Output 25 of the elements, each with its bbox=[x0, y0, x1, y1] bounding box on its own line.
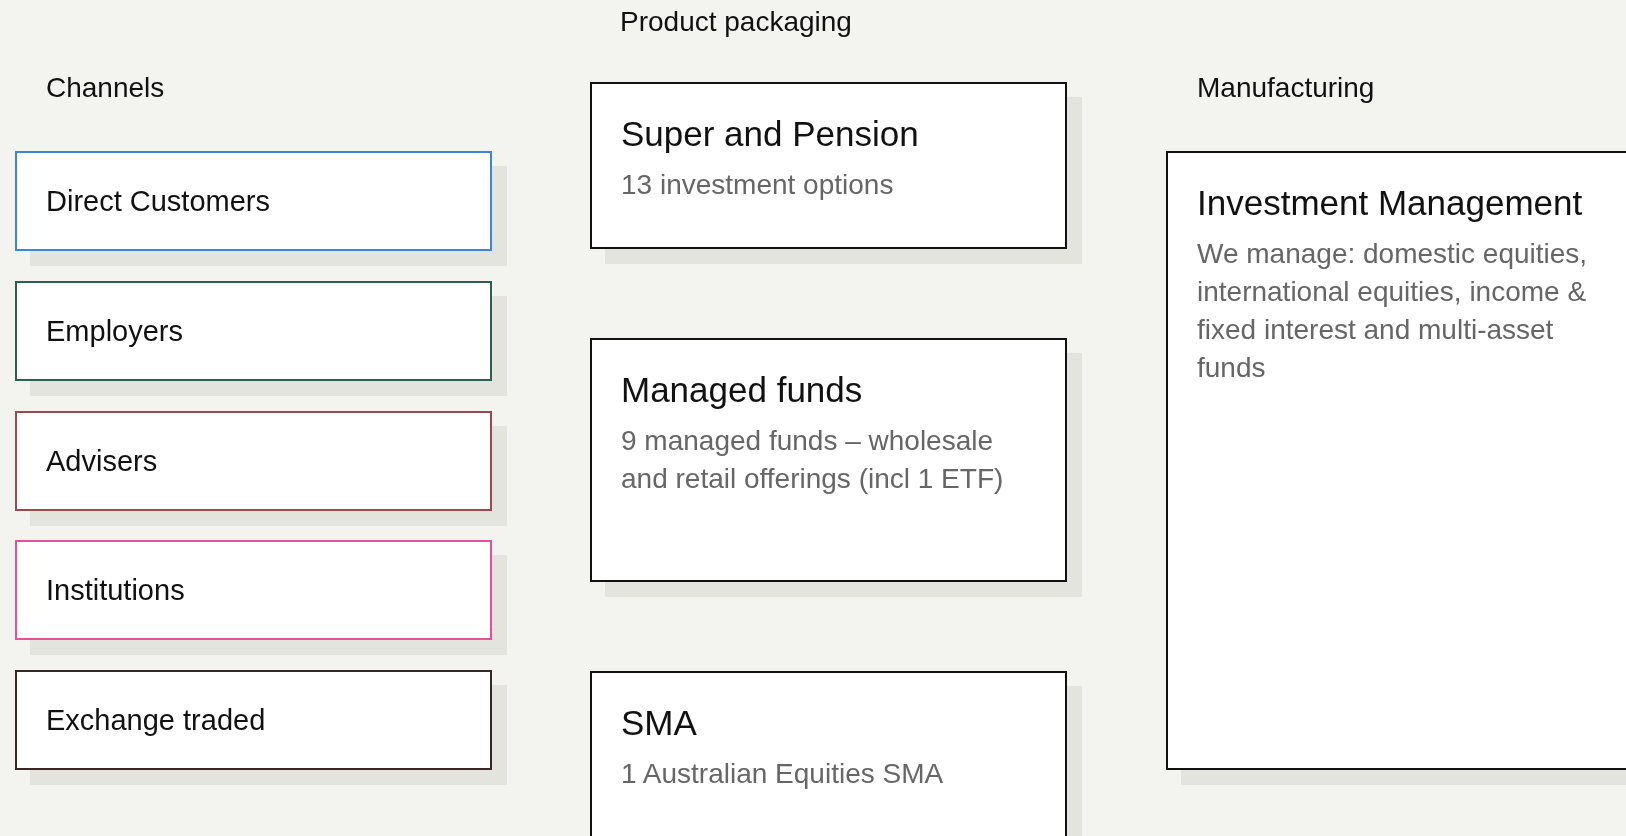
box-title: Employers bbox=[46, 314, 184, 349]
box-description: 13 investment options bbox=[621, 168, 895, 202]
product-box bbox=[1166, 151, 1626, 770]
box-title: Investment Management bbox=[1197, 183, 1584, 223]
box-description: 1 Australian Equities SMA bbox=[621, 757, 945, 791]
channel-box bbox=[15, 670, 492, 770]
box-title: Institutions bbox=[46, 573, 186, 608]
product-box bbox=[590, 82, 1067, 249]
section-heading: Manufacturing bbox=[1197, 71, 1375, 105]
section-heading: Channels bbox=[46, 71, 165, 105]
box-title: SMA bbox=[621, 703, 698, 743]
channel-box bbox=[15, 540, 492, 640]
product-box bbox=[590, 671, 1067, 836]
box-title: Managed funds bbox=[621, 370, 864, 410]
product-box bbox=[590, 338, 1067, 582]
section-heading: Product packaging bbox=[620, 5, 852, 39]
box-title: Advisers bbox=[46, 444, 159, 479]
box-description: We manage: domestic equities, international equities, income & fixed interest and multi-asset funds bbox=[1197, 237, 1589, 385]
channel-box bbox=[15, 151, 492, 251]
channel-box bbox=[15, 411, 492, 511]
channel-box bbox=[15, 281, 492, 381]
box-title: Super and Pension bbox=[621, 114, 920, 154]
box-title: Exchange traded bbox=[46, 703, 267, 738]
box-description: 9 managed funds – wholesale and retail offerings (incl 1 ETF) bbox=[621, 424, 1005, 496]
box-title: Direct Customers bbox=[46, 184, 271, 219]
